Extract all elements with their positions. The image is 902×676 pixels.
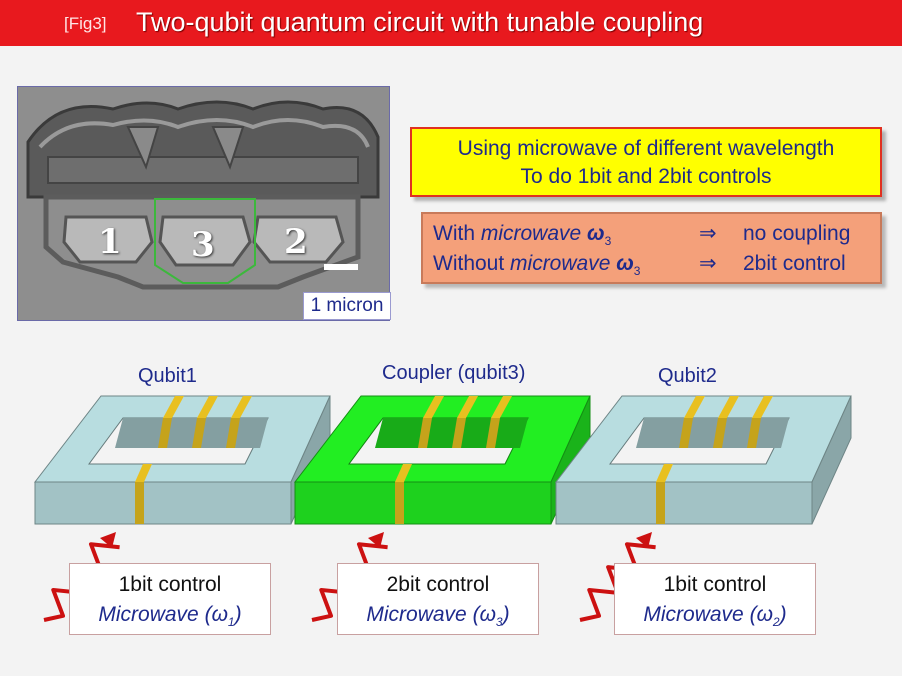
junction-stripe [395, 464, 412, 482]
junction-stripe [491, 396, 512, 418]
row-result: no coupling [743, 222, 851, 245]
coupling-row-with: With microwave ω3 ⇒ no coupling [433, 220, 850, 249]
row-italic: microwave [480, 222, 582, 245]
loop-front-face [555, 481, 813, 525]
row-result: 2bit control [743, 252, 846, 275]
title-bar: [Fig3] Two-qubit quantum circuit with tu… [0, 0, 902, 46]
loop-front-face [34, 481, 292, 525]
row-italic: microwave [510, 252, 611, 275]
junction-stripe [457, 396, 478, 418]
junction-stripe [226, 418, 240, 448]
micrograph-drawing [18, 87, 389, 320]
microwave-label: Microwave (ω3) [366, 603, 510, 630]
junction-stripe [192, 418, 206, 448]
junction-stripe [418, 418, 432, 448]
island-label-2: 2 [284, 222, 308, 262]
junction-stripe [135, 464, 152, 482]
microwave-wave [579, 542, 656, 622]
control-type: 2bit control [386, 573, 490, 596]
micrograph-image: 1 3 2 [17, 86, 390, 321]
coupler-loop [293, 395, 591, 525]
microwave-label: Microwave (ω1) [98, 603, 242, 630]
row-prefix: With [433, 222, 481, 245]
junction-stripe [747, 418, 761, 448]
junction-stripe [231, 396, 252, 418]
junction-stripe [135, 482, 144, 524]
loop-inner-wall [375, 418, 528, 448]
junction-stripe [197, 396, 218, 418]
junction-stripe [718, 396, 739, 418]
junction-stripe [656, 464, 673, 482]
junction-stripe [713, 418, 727, 448]
junction-stripe [679, 418, 693, 448]
omega-subscript: 3 [604, 234, 612, 249]
island-label-3: 3 [191, 225, 215, 265]
implies-arrow: ⇒ [699, 252, 717, 275]
page-title: Two-qubit quantum circuit with tunable c… [136, 7, 704, 37]
info-line-1: Using microwave of different wavelength [457, 137, 835, 160]
loop-inner-wall [115, 418, 268, 448]
control-type: 1bit control [118, 573, 222, 596]
junction-stripe [486, 418, 500, 448]
island-label-1: 1 [98, 222, 122, 262]
junction-stripe [158, 418, 172, 448]
omega-symbol: ω [587, 222, 605, 245]
implies-arrow: ⇒ [699, 222, 717, 245]
loop-front-face [294, 481, 552, 525]
coupling-row-without: Without microwave ω3 ⇒ 2bit control [433, 250, 846, 279]
qubit1-loop [33, 395, 331, 525]
junction-stripe [163, 396, 184, 418]
scale-label: 1 micron [303, 292, 391, 320]
microwave-label: Microwave (ω2) [643, 603, 787, 630]
qubit2-label: Qubit2 [658, 365, 717, 387]
junction-stripe [656, 482, 665, 524]
omega-subscript: 3 [633, 264, 641, 279]
qubit1-control-box: 1bit control Microwave (ω1) [69, 563, 271, 635]
info-line-2: To do 1bit and 2bit controls [520, 165, 772, 188]
coupling-info-box: With microwave ω3 ⇒ no coupling Without … [421, 212, 882, 284]
junction-stripe [752, 396, 773, 418]
junction-stripe [684, 396, 705, 418]
row-prefix: Without [433, 252, 511, 275]
microwave-arrowhead [368, 532, 384, 548]
coupler-control-box: 2bit control Microwave (ω3) [337, 563, 539, 635]
qubit2-loop [554, 395, 852, 525]
junction-stripe [423, 396, 444, 418]
coupler-label: Coupler (qubit3) [382, 362, 526, 384]
microwave-arrowhead [636, 532, 652, 548]
qubit2-control-box: 1bit control Microwave (ω2) [614, 563, 816, 635]
omega-symbol: ω [616, 252, 634, 275]
loop-inner-wall [636, 418, 789, 448]
qubit1-label: Qubit1 [138, 365, 197, 387]
loop-right-face [811, 395, 852, 525]
figure-tag: [Fig3] [64, 14, 107, 33]
wavelength-info-box: Using microwave of different wavelength … [410, 127, 882, 197]
control-type: 1bit control [663, 573, 767, 596]
microwave-arrowhead [100, 532, 116, 548]
junction-stripe [395, 482, 404, 524]
junction-stripe [452, 418, 466, 448]
